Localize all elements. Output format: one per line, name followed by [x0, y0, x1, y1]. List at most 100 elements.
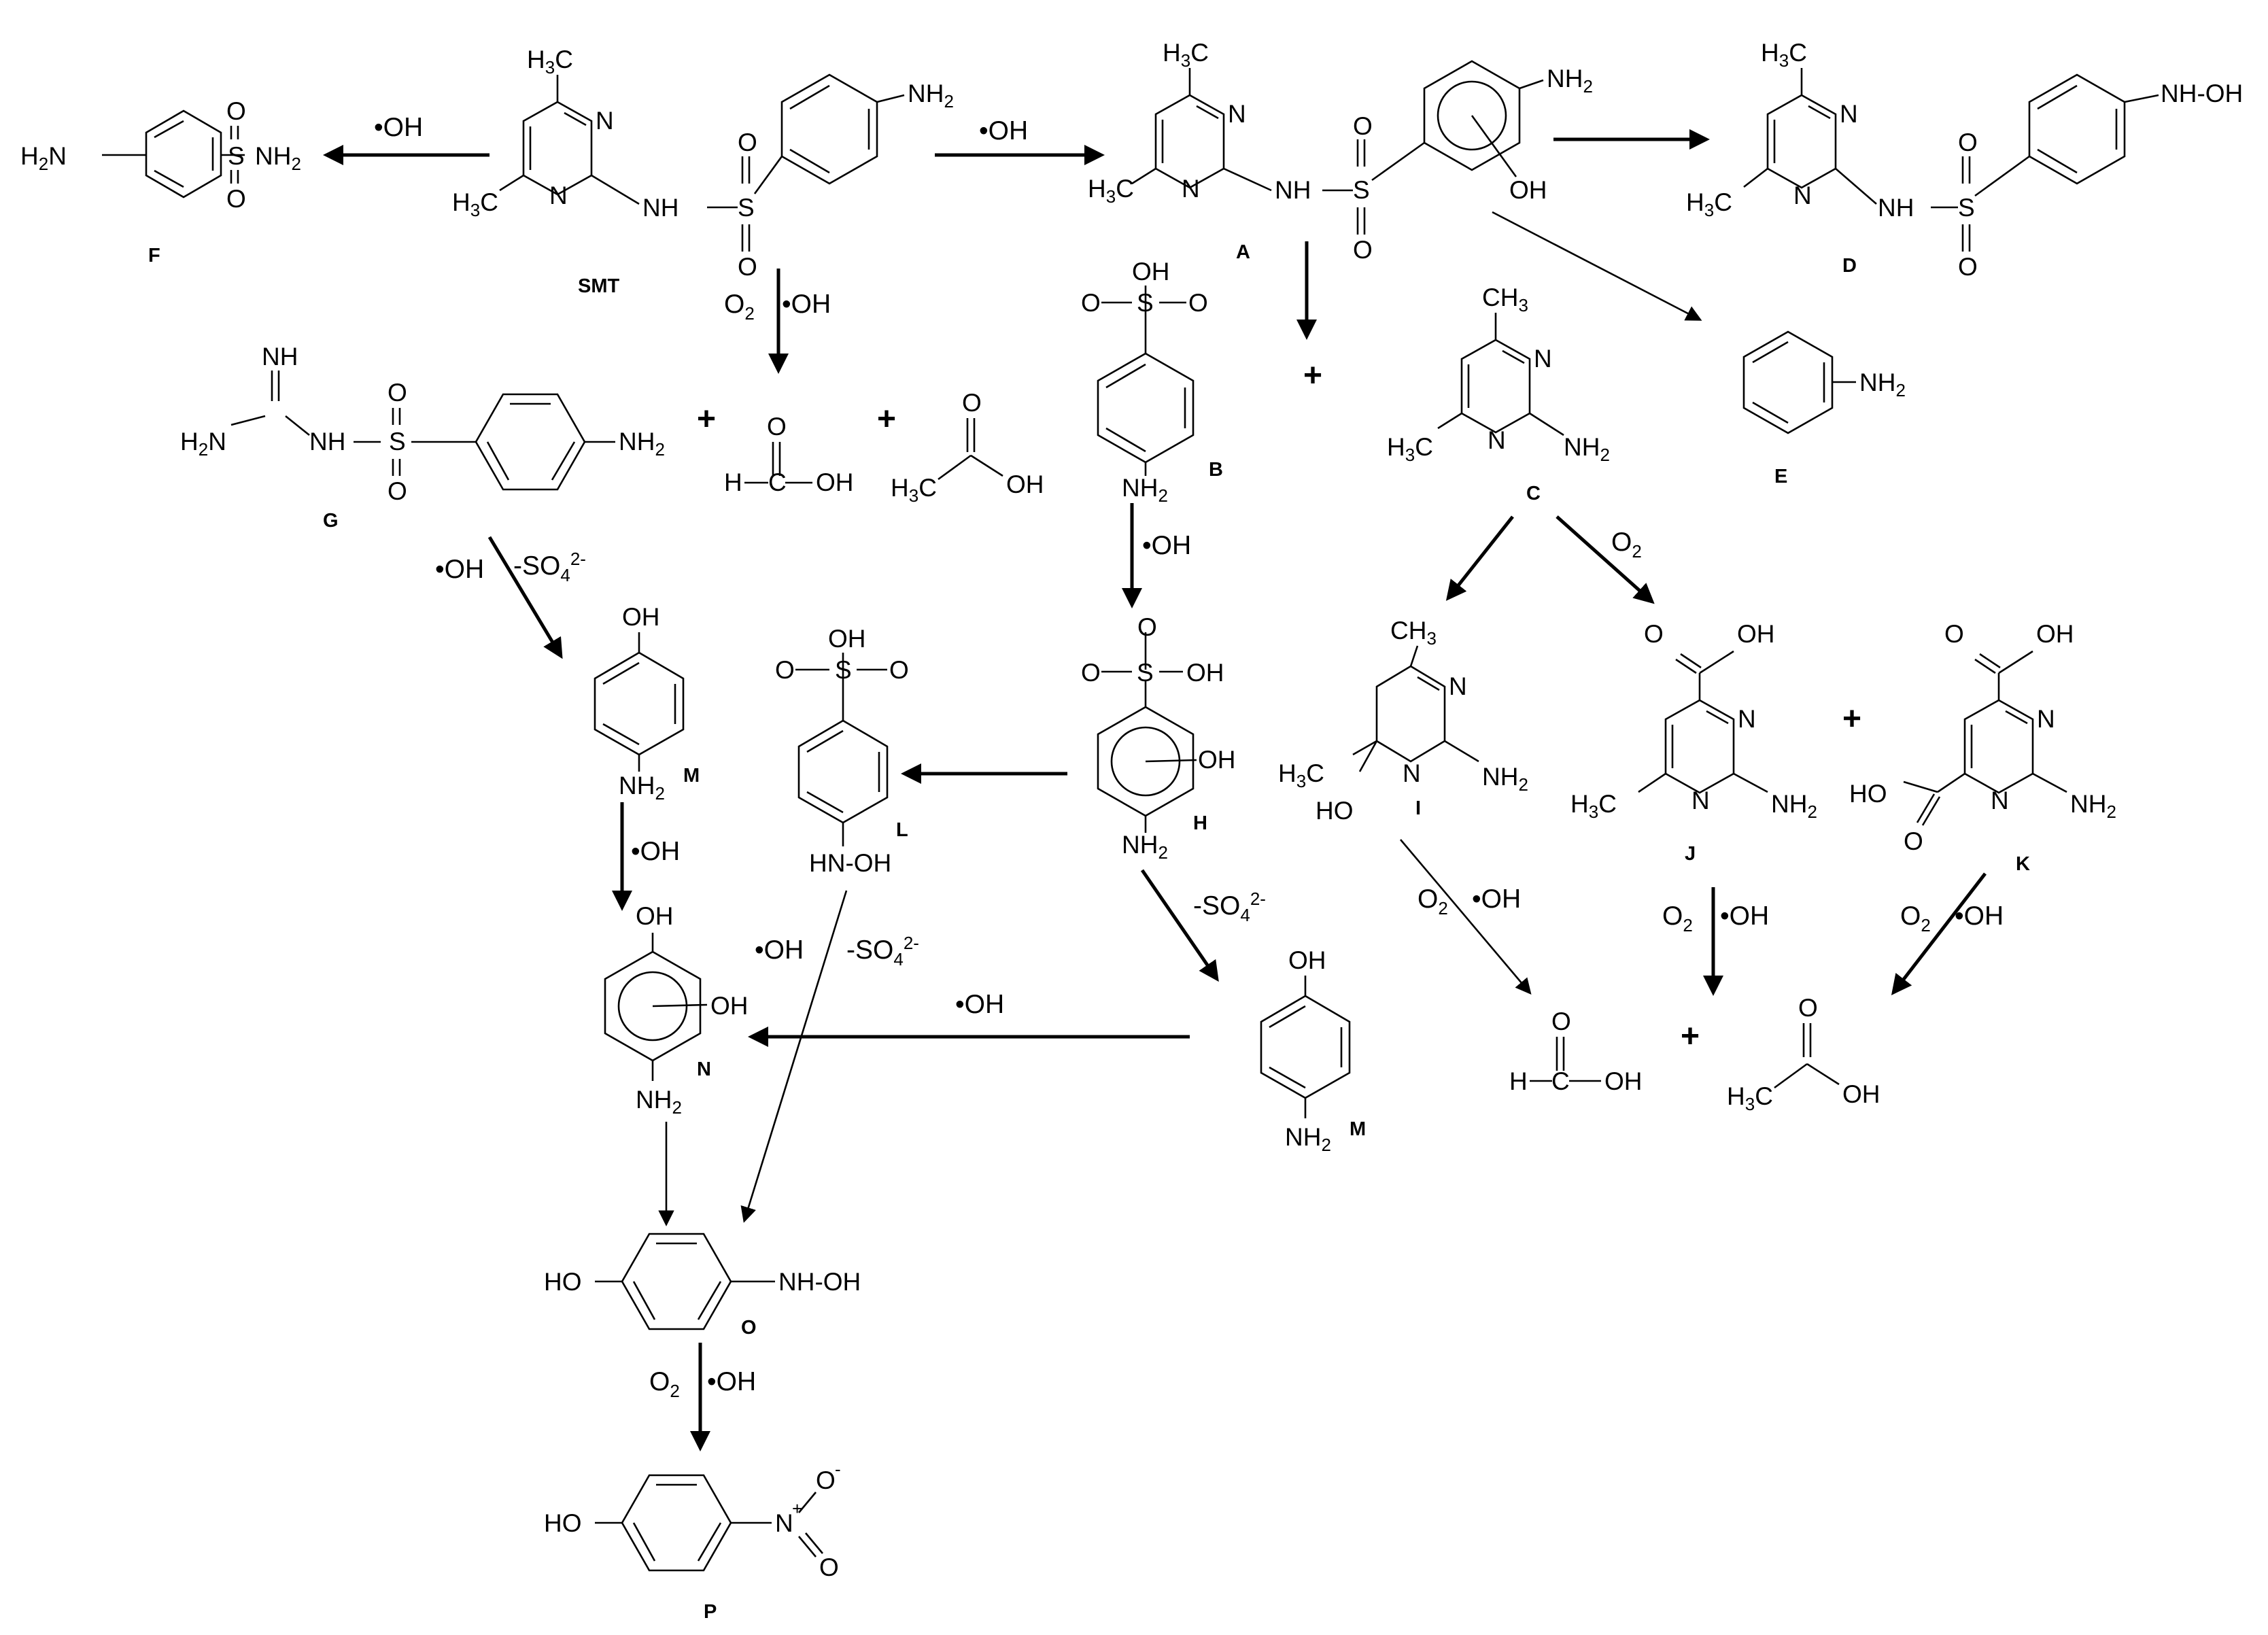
svg-text:NH2: NH2: [255, 142, 301, 174]
compound-i: CH3 N N H3C HO NH2 I: [1278, 617, 1528, 825]
svg-text:O: O: [1904, 827, 1923, 855]
svg-text:NH2: NH2: [1482, 763, 1528, 795]
label-n: N: [697, 1059, 711, 1080]
formic-acid-right: O H C OH: [1509, 1008, 1643, 1095]
svg-text:H3C: H3C: [1088, 175, 1134, 207]
svg-text:S: S: [389, 428, 406, 455]
svg-text:NH2: NH2: [619, 428, 665, 460]
compound-o: HO NH-OH O: [544, 1233, 861, 1339]
label-m-left: M: [683, 765, 700, 787]
svg-text:O: O: [1353, 112, 1373, 140]
svg-text:OH: OH: [1198, 746, 1236, 774]
svg-text:CH3: CH3: [1390, 617, 1437, 649]
svg-text:NH2: NH2: [908, 80, 954, 111]
label-p: P: [704, 1601, 717, 1623]
svg-text:H3C: H3C: [1761, 39, 1807, 71]
svg-text:O2: O2: [1611, 528, 1642, 562]
svg-text:S: S: [1353, 176, 1370, 204]
svg-text:N: N: [1182, 175, 1200, 203]
compound-m-right: OH NH2 M: [1260, 946, 1366, 1155]
svg-text:•OH: •OH: [755, 935, 804, 965]
svg-text:H: H: [724, 468, 742, 496]
svg-text:NH-OH: NH-OH: [778, 1268, 861, 1296]
svg-text:NH: NH: [1275, 176, 1311, 204]
compound-b: OH O S O NH2 B: [1081, 258, 1223, 506]
label-b: B: [1209, 459, 1223, 481]
svg-text:S: S: [738, 194, 755, 222]
svg-text:O: O: [1958, 128, 1978, 156]
arrow-l-to-o: [740, 890, 848, 1223]
svg-text:+: +: [1681, 1018, 1700, 1054]
label-a: A: [1236, 241, 1250, 263]
svg-text:-: -: [835, 1459, 841, 1479]
label-m-right: M: [1350, 1118, 1366, 1140]
svg-text:NH2: NH2: [1285, 1123, 1331, 1155]
svg-text:HO: HO: [1849, 780, 1887, 808]
svg-text:H3C: H3C: [452, 188, 498, 220]
label-k: K: [2016, 853, 2030, 875]
svg-text:N: N: [596, 107, 614, 135]
svg-text:C: C: [768, 468, 787, 496]
svg-text:+: +: [1303, 358, 1322, 394]
svg-text:HO: HO: [1316, 797, 1354, 825]
svg-text:NH2: NH2: [1547, 65, 1593, 97]
svg-text:NH: NH: [1878, 194, 1914, 222]
svg-text:H2N: H2N: [180, 428, 226, 460]
svg-text:O: O: [226, 185, 246, 213]
svg-text:HO: HO: [544, 1268, 582, 1296]
svg-text:NH2: NH2: [1859, 368, 1906, 400]
compound-c: CH3 N N H3C NH2 C: [1387, 283, 1610, 504]
svg-text:NH-OH: NH-OH: [2161, 80, 2243, 107]
svg-text:H3C: H3C: [1387, 433, 1433, 465]
svg-text:•OH: •OH: [374, 113, 423, 142]
svg-text:+: +: [792, 1498, 802, 1519]
svg-text:OH: OH: [622, 603, 660, 631]
svg-text:OH: OH: [1737, 620, 1775, 648]
svg-text:N: N: [775, 1509, 793, 1537]
svg-text:O2: O2: [724, 290, 755, 324]
arrow-c-to-i: [1445, 515, 1514, 601]
svg-text:N: N: [1691, 787, 1710, 814]
svg-text:OH: OH: [1842, 1080, 1880, 1108]
svg-text:O: O: [1188, 289, 1208, 317]
svg-text:OH: OH: [1186, 659, 1224, 687]
svg-text:O: O: [889, 656, 909, 684]
svg-text:O: O: [775, 656, 795, 684]
svg-text:H3C: H3C: [1686, 188, 1732, 220]
svg-text:N: N: [1840, 100, 1858, 128]
compound-h: O O S OH OH NH2 H: [1081, 613, 1236, 863]
label-h: H: [1193, 812, 1207, 834]
svg-text:N: N: [1738, 705, 1756, 733]
label-d: D: [1842, 255, 1857, 277]
compound-smt: H3C N N H3C NH S O O NH2 SMT: [452, 46, 954, 297]
label-f: F: [148, 245, 160, 266]
svg-text:O: O: [1944, 620, 1964, 648]
svg-text:OH: OH: [828, 625, 866, 653]
svg-text:CH3: CH3: [1482, 283, 1528, 315]
svg-text:O: O: [962, 389, 982, 417]
svg-text:OH: OH: [1509, 176, 1547, 204]
svg-text:H: H: [1509, 1067, 1528, 1095]
svg-text:OH: OH: [710, 992, 749, 1020]
acetic-acid-top: O H3C OH: [891, 389, 1044, 506]
svg-text:S: S: [1137, 289, 1154, 317]
svg-text:OH: OH: [1604, 1067, 1643, 1095]
svg-text:NH2: NH2: [1122, 474, 1168, 506]
svg-text:O: O: [816, 1466, 836, 1494]
svg-text:NH2: NH2: [636, 1086, 682, 1118]
svg-text:O: O: [1081, 659, 1101, 687]
svg-text:•OH: •OH: [782, 290, 831, 319]
svg-text:+: +: [697, 401, 716, 437]
svg-text:H3C: H3C: [1163, 39, 1209, 71]
compound-e: NH2 E: [1742, 330, 1906, 487]
formic-acid-top: O H C OH: [724, 413, 854, 496]
label-i: I: [1415, 797, 1421, 819]
svg-text:NH2: NH2: [619, 772, 665, 804]
label-e: E: [1774, 466, 1787, 487]
svg-text:+: +: [877, 401, 896, 437]
svg-text:•OH: •OH: [955, 990, 1004, 1019]
label-l: L: [896, 819, 908, 841]
svg-text:O2: O2: [649, 1367, 680, 1401]
svg-text:H3C: H3C: [1278, 759, 1324, 791]
